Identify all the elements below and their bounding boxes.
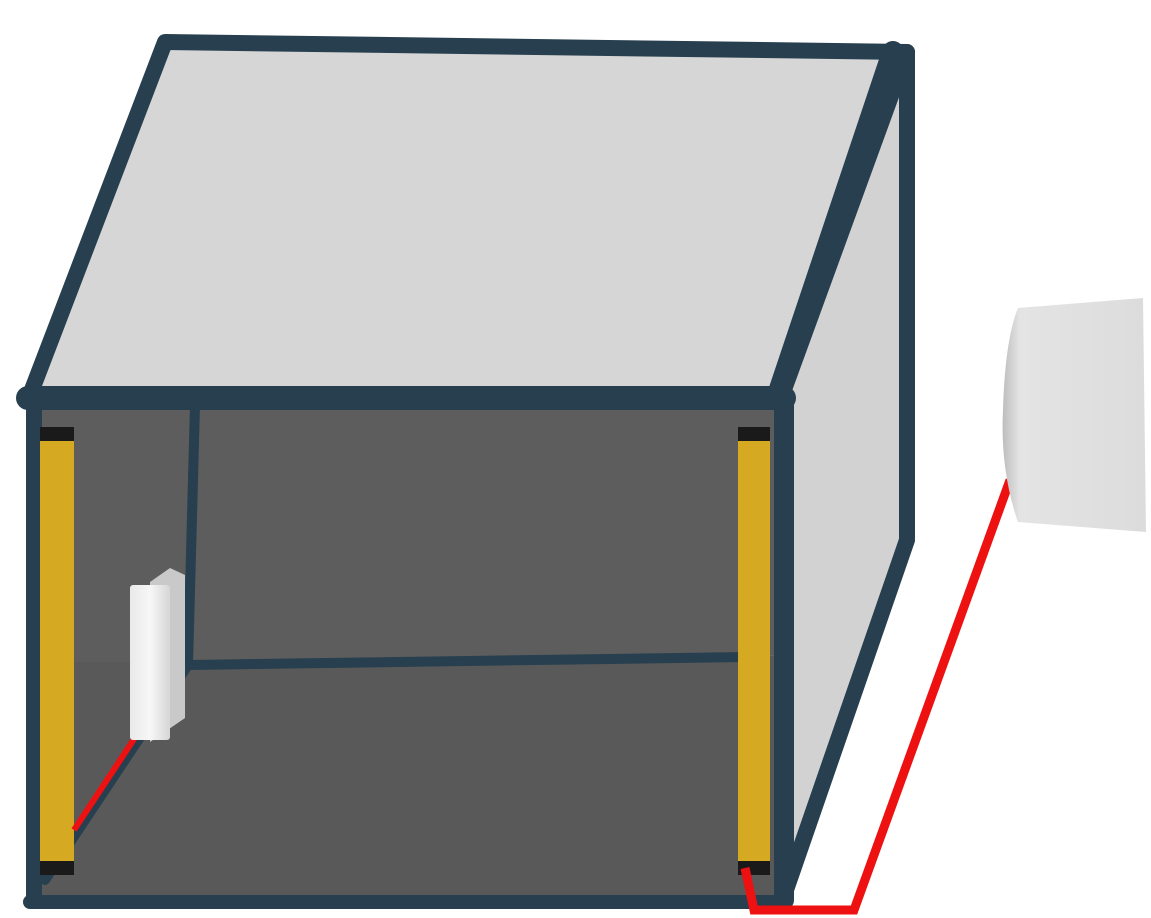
interlock-box [130,568,185,742]
enclosure-floor [30,655,782,900]
control-unit [1002,298,1146,532]
inner-cable-shadow [76,735,146,837]
enclosure-frame [16,34,915,910]
enclosure-top-panel [30,42,907,395]
enclosure-back-wall [30,400,782,662]
enclosure-side-panel [782,52,907,890]
light-curtain-emitter [40,427,74,875]
light-curtain-receiver [738,427,770,875]
connection-cable [740,478,1015,915]
inner-cable [71,728,143,832]
